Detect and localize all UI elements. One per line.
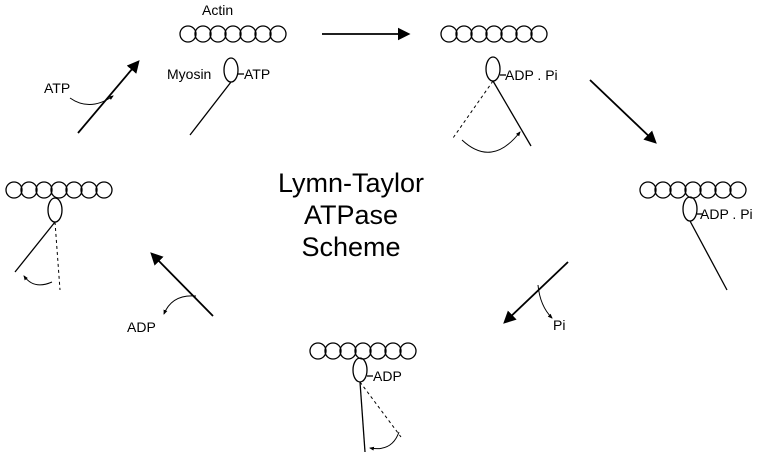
myosin-lever-5-prev [54, 221, 61, 291]
adp-out-label: ADP [127, 319, 156, 335]
myosin-lever-2 [492, 80, 532, 147]
stage-1-myosin-atp [179, 25, 287, 136]
arrow-adp-release [150, 252, 214, 317]
myosin-lever-1 [189, 81, 232, 136]
actin-filament-1 [179, 25, 287, 43]
atp-in-curve [69, 95, 114, 105]
actin-filament-2 [440, 25, 548, 43]
pi-out-curve [537, 284, 553, 319]
arrow-atp-binding [77, 60, 140, 134]
stage-2-myosin-adp-pi [440, 25, 548, 153]
actin-label: Actin [202, 2, 233, 18]
title-line-2: ATPase [304, 200, 398, 230]
adp-out-curve [163, 295, 197, 315]
title-line-3: Scheme [301, 232, 400, 262]
arrow-pi-release [503, 261, 569, 324]
adp-pi-top-label: ADP . Pi [505, 67, 558, 83]
myosin-label: Myosin [167, 66, 211, 82]
adp-pi-right-label: ADP . Pi [700, 206, 753, 222]
myosin-lever-3 [689, 220, 728, 291]
stage-5-rigor [5, 181, 113, 291]
power-stroke-curve [369, 431, 400, 451]
myosin-head-1 [223, 57, 239, 83]
recovery-curve [461, 131, 521, 153]
atp-bound-label: ATP [244, 66, 270, 82]
myosin-head-5 [47, 197, 63, 223]
actin-filament-5 [5, 181, 113, 199]
pi-out-label: Pi [553, 317, 565, 333]
adp-bound-label: ADP [373, 368, 402, 384]
actin-filament-3 [639, 181, 747, 199]
title-line-1: Lymn-Taylor [278, 168, 424, 198]
atp-in-label: ATP [44, 80, 70, 96]
arrow-binding-actin [589, 79, 657, 144]
myosin-lever-4-prev [359, 381, 402, 438]
stage-3-actomyosin-adp-pi [639, 181, 747, 291]
myosin-head-4 [352, 357, 368, 383]
myosin-lever-2-prev [452, 80, 494, 139]
actin-filament-4 [309, 342, 417, 360]
stage-4-actomyosin-adp [309, 342, 417, 453]
myosin-head-3 [682, 196, 698, 222]
myosin-head-2 [485, 56, 501, 82]
myosin-lever-5 [14, 221, 56, 273]
myosin-lever-4 [359, 381, 366, 453]
rigor-curve [23, 275, 53, 286]
